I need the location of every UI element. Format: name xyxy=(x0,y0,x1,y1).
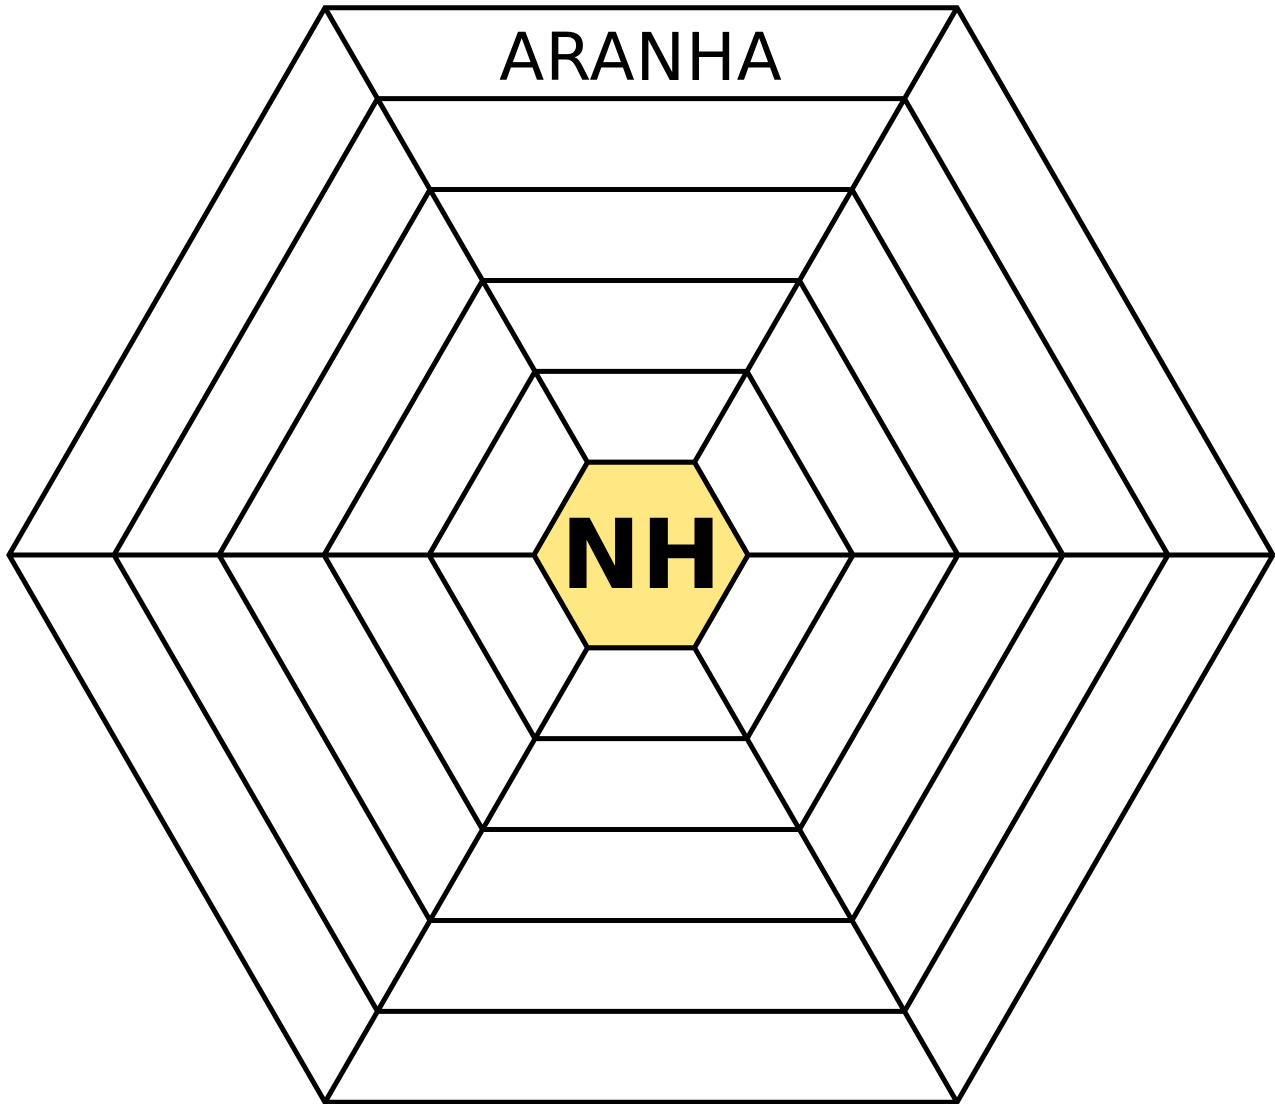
web-spoke-6 xyxy=(692,6,960,464)
web-spoke-5 xyxy=(322,6,590,464)
center-syllable-label: NH xyxy=(561,499,722,611)
web-spokes xyxy=(9,6,1273,1104)
center-hexagon xyxy=(531,459,751,651)
top-word-label: ARANHA xyxy=(499,19,783,96)
web-spoke-2 xyxy=(692,646,960,1104)
web-spoke-3 xyxy=(322,646,590,1104)
